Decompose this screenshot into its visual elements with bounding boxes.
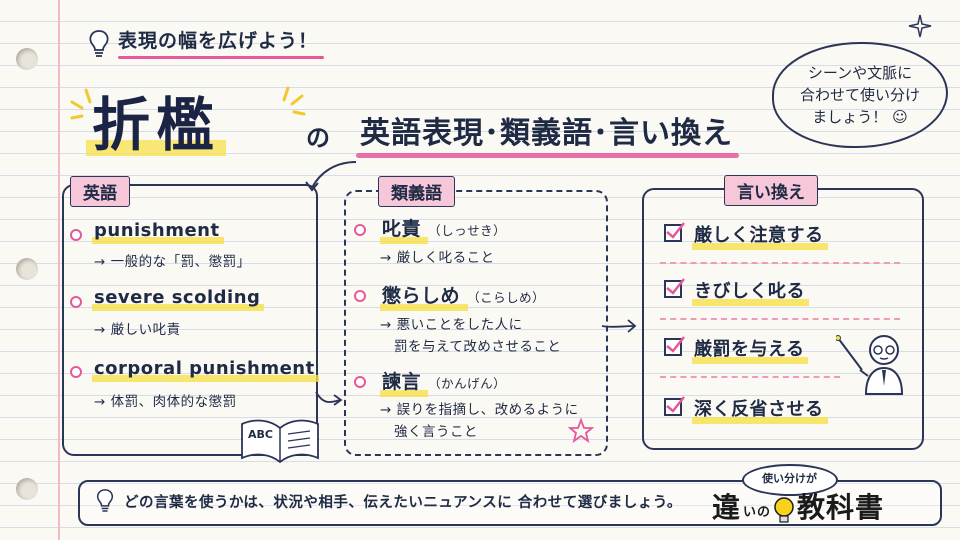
checkbox-icon [664, 222, 685, 242]
paraphrase-item: きびしく叱る [692, 277, 809, 306]
intro-label: 表現の幅を広げよう！ [118, 26, 325, 59]
notebook-margin-line [58, 0, 60, 540]
lightbulb-icon [86, 28, 112, 62]
subtitle: 英語表現･類義語･言い換え [356, 108, 739, 158]
logo-char: 違 [712, 491, 742, 524]
term-highlight [92, 375, 319, 382]
title-connector: の [306, 124, 330, 152]
arrow-icon [601, 319, 637, 333]
synonym-term: 叱責 （しっせき） [380, 214, 507, 244]
teacher-icon [836, 335, 904, 395]
english-box [62, 184, 318, 456]
term-highlight [692, 357, 809, 364]
sparkle-left-icon [66, 84, 96, 128]
bullet-icon [70, 366, 82, 378]
english-term-text: corporal punishment [94, 358, 315, 379]
checkbox-icon [664, 278, 685, 298]
brand-logo: 違 いの 教科書 [712, 486, 884, 526]
synonym-term-text: 懲らしめ [382, 285, 461, 307]
binder-hole [16, 478, 38, 500]
english-meaning: → 厳しい叱責 [94, 322, 181, 338]
sparkle-icon [908, 14, 932, 42]
divider [660, 262, 900, 264]
term-highlight [380, 304, 468, 311]
lightbulb-logo-icon [773, 496, 795, 526]
book-label: ABC [248, 428, 273, 441]
term-highlight [692, 299, 809, 306]
sparkle-right-icon [280, 82, 310, 126]
logo-tagline: 使い分けが [762, 472, 817, 485]
synonym-desc: → 誤りを指摘し、改めるように [380, 402, 579, 418]
synonym-box [344, 190, 608, 456]
checkbox-icon [664, 336, 685, 356]
term-highlight [380, 390, 428, 397]
synonym-reading: （こらしめ） [467, 290, 546, 305]
subtitle-underline [356, 153, 739, 158]
synonym-desc: 罰を与えて改めさせること [394, 339, 562, 355]
term-highlight [692, 243, 828, 250]
synonym-desc: → 悪いことをした人に [380, 317, 523, 333]
paraphrase-text: きびしく叱る [694, 281, 805, 302]
logo-small: いの [743, 505, 772, 520]
english-tag: 英語 [70, 176, 130, 207]
synonym-tag: 類義語 [378, 176, 455, 207]
english-meaning: → 体罰、肉体的な懲罰 [94, 394, 237, 410]
synonym-desc: → 厳しく叱ること [380, 250, 495, 266]
logo-char: 教科書 [797, 491, 885, 524]
book-icon [241, 419, 319, 464]
term-highlight [692, 417, 828, 424]
tip-bubble: シーンや文脈に 合わせて使い分け ましょう！ ☺ [772, 42, 948, 148]
main-title: 折檻 [86, 78, 227, 162]
bullet-icon [354, 290, 366, 302]
star-icon [568, 418, 594, 444]
paraphrase-tag: 言い換え [724, 175, 818, 206]
lightbulb-icon [94, 486, 116, 518]
bullet-icon [70, 229, 82, 241]
term-highlight [380, 237, 428, 244]
main-title-text: 折檻 [92, 91, 221, 159]
bubble-line-last: ましょう！ ☺ [774, 106, 946, 128]
binder-hole [16, 258, 38, 280]
checkbox-icon [664, 396, 685, 416]
bubble-line: シーンや文脈に [807, 64, 913, 82]
paraphrase-item: 厳罰を与える [692, 335, 809, 364]
bullet-icon [354, 376, 366, 388]
intro-label-text: 表現の幅を広げよう！ [118, 30, 319, 52]
english-term-text: punishment [94, 220, 220, 241]
english-term: severe scolding [92, 287, 265, 311]
subtitle-text: 英語表現･類義語･言い換え [360, 116, 733, 151]
bullet-icon [354, 224, 366, 236]
bubble-line: ましょう！ [812, 108, 888, 126]
english-term: punishment [92, 220, 224, 244]
logo-bubble [742, 464, 838, 496]
paraphrase-text: 深く反省させる [694, 399, 824, 420]
synonym-reading: （かんげん） [428, 376, 507, 391]
english-term: corporal punishment [92, 358, 319, 382]
bubble-line: 合わせて使い分け [799, 86, 920, 104]
bullet-icon [70, 296, 82, 308]
synonym-term-text: 諫言 [382, 371, 422, 393]
smiley-icon: ☺ [892, 108, 908, 126]
paraphrase-item: 深く反省させる [692, 395, 828, 424]
intro-underline [118, 56, 325, 59]
english-term-text: severe scolding [94, 287, 261, 308]
paraphrase-text: 厳しく注意する [694, 225, 824, 246]
synonym-term: 諫言 （かんげん） [380, 367, 507, 397]
synonym-reading: （しっせき） [428, 223, 507, 238]
binder-hole [16, 48, 38, 70]
synonym-desc: 強く言うこと [394, 424, 478, 440]
arrow-icon [315, 391, 343, 406]
synonym-term: 懲らしめ （こらしめ） [380, 281, 546, 311]
english-meaning: → 一般的な「罰、懲罰」 [94, 254, 251, 270]
paraphrase-item: 厳しく注意する [692, 221, 828, 250]
paraphrase-text: 厳罰を与える [694, 339, 805, 360]
footer-text: どの言葉を使うかは、状況や相手、伝えたいニュアンスに 合わせて選びましょう。 [124, 495, 682, 511]
synonym-term-text: 叱責 [382, 218, 422, 240]
term-highlight [92, 237, 224, 244]
term-highlight [92, 304, 265, 311]
divider [660, 318, 900, 320]
divider [660, 376, 840, 378]
